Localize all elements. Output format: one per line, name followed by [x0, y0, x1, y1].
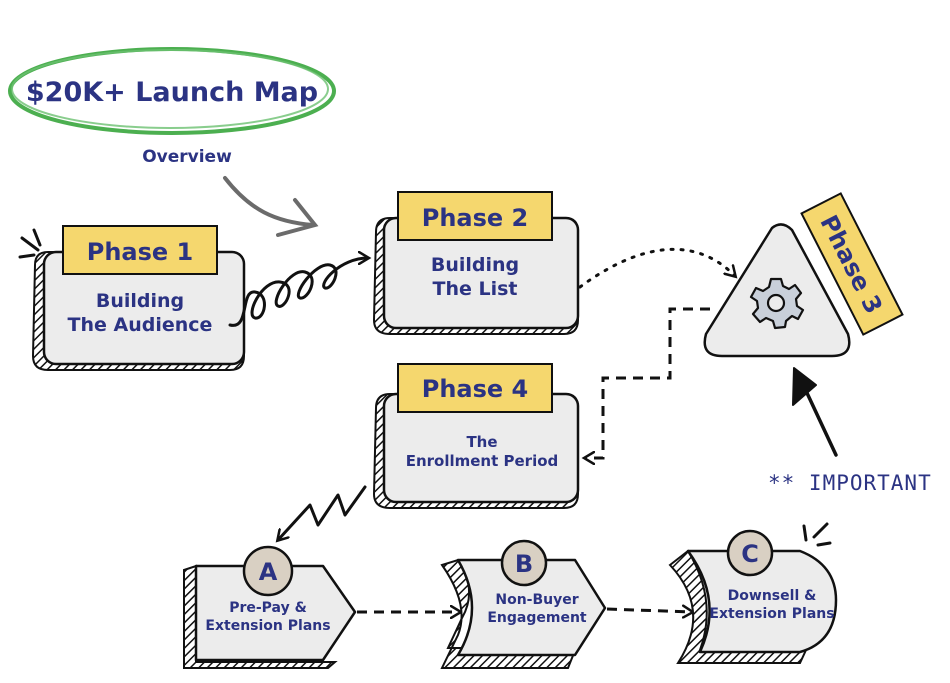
sparkle-icon	[18, 228, 42, 259]
step-c-line2: Extension Plans	[709, 606, 834, 622]
step-a-line2: Extension Plans	[205, 618, 330, 634]
phase-4-tag	[397, 363, 553, 413]
step-a-box	[194, 564, 357, 662]
phase-2-card[interactable]: Phase 2 Building The List	[372, 191, 580, 335]
phase-2-tag-label: Phase 2	[422, 204, 529, 232]
important-note: ** IMPORTANT	[768, 471, 932, 495]
page-title: $20K+ Launch Map	[26, 77, 318, 108]
title-ring	[8, 47, 336, 135]
connector-phase3-to-phase4	[585, 307, 710, 458]
phase-1-tag-label: Phase 1	[87, 238, 194, 266]
step-c-line1: Downsell &	[728, 588, 817, 604]
step-a-line1: Pre-Pay &	[229, 600, 307, 616]
overview-arrow	[223, 176, 319, 237]
phase-2-tag	[397, 191, 553, 241]
phase-1-card[interactable]: Phase 1 Building The Audience	[18, 225, 246, 371]
phase-3-card[interactable]: Phase 3	[703, 192, 904, 358]
connector-phase1-to-phase2	[228, 258, 368, 327]
title-ring-inner	[11, 49, 329, 129]
phase-1-line1: Building	[96, 290, 184, 312]
step-a-letter: A	[259, 558, 278, 586]
phase-4-tag-label: Phase 4	[422, 375, 529, 403]
step-c-letter: C	[741, 540, 759, 568]
step-a-badge	[242, 545, 294, 597]
phase-2-line2: The List	[433, 278, 518, 300]
phase-4-line2: Enrollment Period	[406, 452, 559, 470]
phase-1-tag	[62, 225, 218, 275]
step-c-badge	[726, 529, 774, 577]
gear-icon	[749, 277, 805, 330]
connector-step-b-to-step-c	[606, 609, 692, 612]
page-subtitle: Overview	[142, 147, 232, 167]
connector-phase2-to-phase3	[578, 247, 735, 289]
phase-1-line2: The Audience	[68, 314, 213, 336]
important-arrow	[792, 367, 838, 457]
step-a-card[interactable]: A Pre-Pay & Extension Plans	[183, 545, 357, 669]
sparkle-icon	[802, 522, 832, 547]
step-b-letter: B	[515, 550, 533, 578]
step-b-line1: Non-Buyer	[495, 592, 578, 608]
phase-4-card[interactable]: Phase 4 The Enrollment Period	[372, 363, 580, 509]
step-b-badge	[500, 539, 548, 587]
step-b-card[interactable]: B Non-Buyer Engagement	[440, 539, 607, 669]
title-badge: $20K+ Launch Map	[8, 47, 336, 135]
step-b-line2: Engagement	[487, 610, 587, 626]
step-c-box	[686, 549, 838, 654]
step-b-box	[456, 558, 607, 657]
phase-2-line1: Building	[431, 254, 519, 276]
phase-4-line1: The	[466, 433, 497, 451]
connector-phase4-to-step-a	[278, 485, 367, 540]
step-c-card[interactable]: C Downsell & Extension Plans	[668, 522, 838, 664]
